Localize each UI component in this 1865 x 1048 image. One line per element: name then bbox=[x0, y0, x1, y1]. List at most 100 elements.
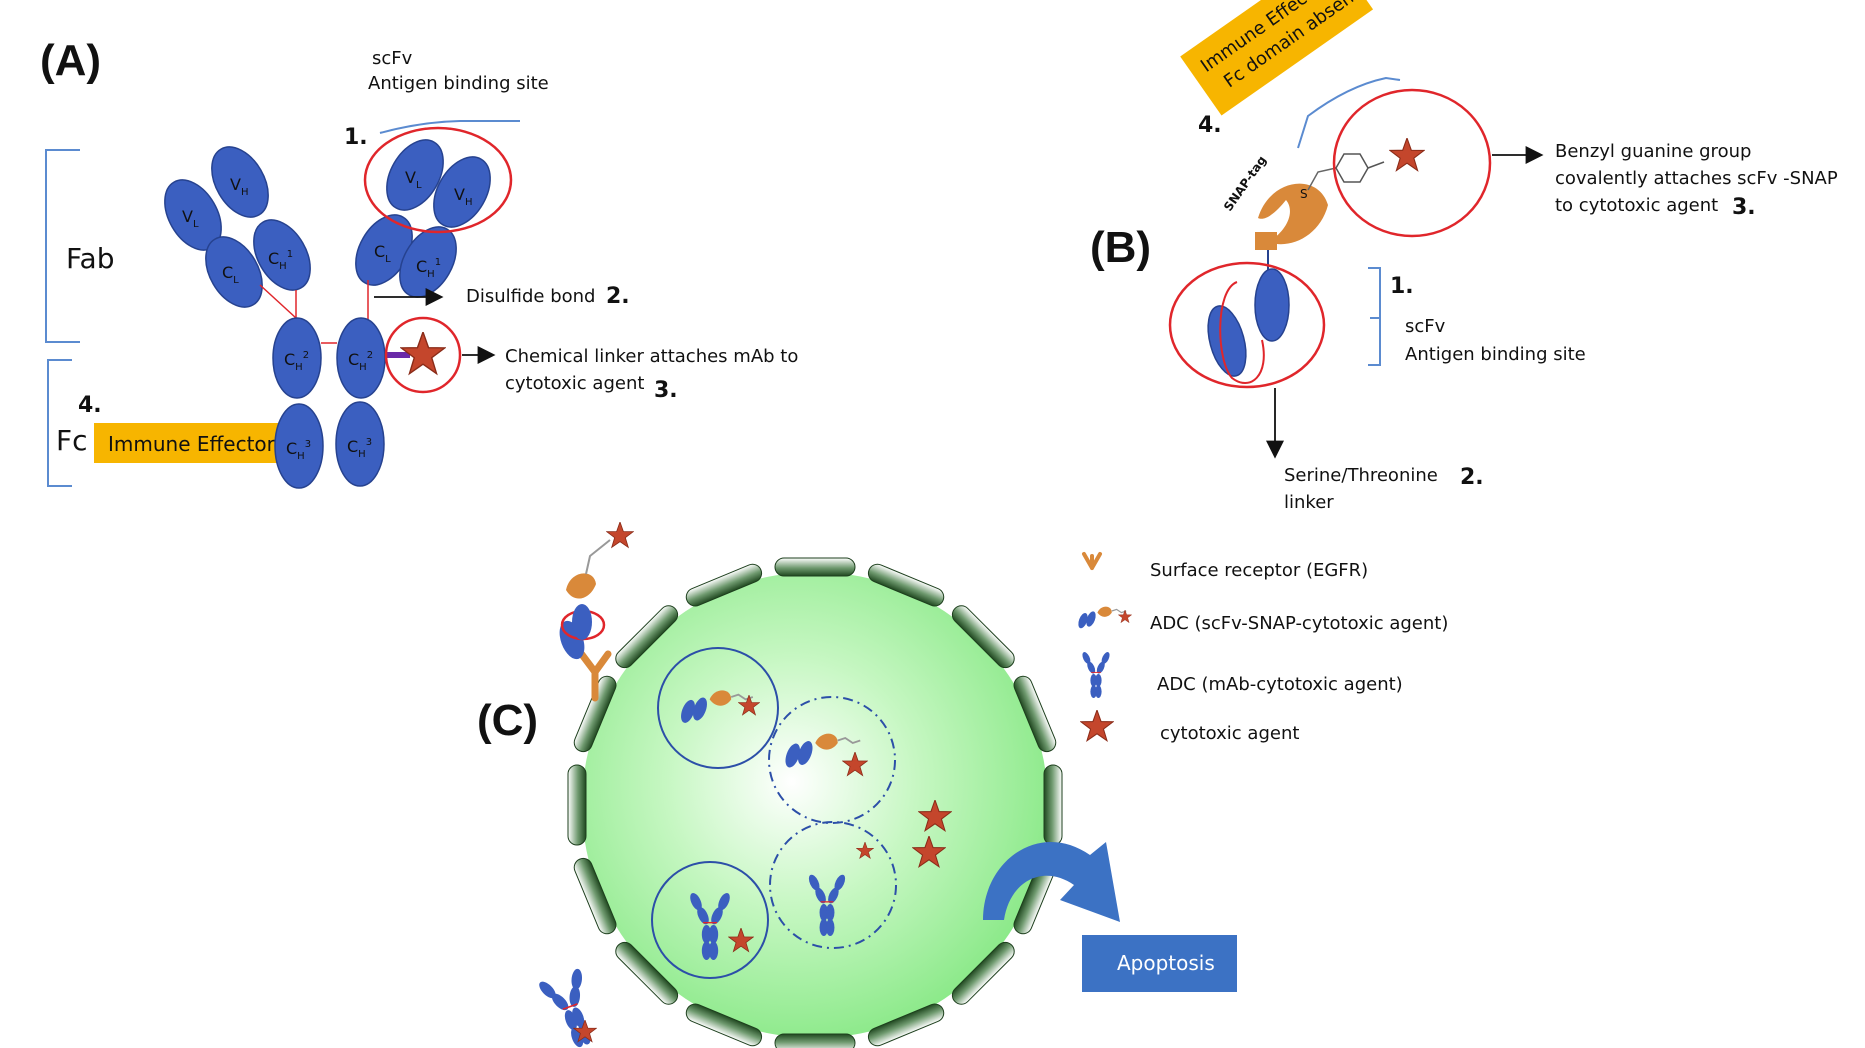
benzene-ring bbox=[1335, 153, 1369, 183]
domain-ch1-left-label: CH1 bbox=[268, 249, 293, 272]
apoptosis-box bbox=[1082, 935, 1237, 992]
domain-vh-b bbox=[1207, 305, 1247, 377]
domain-ch2-right bbox=[336, 317, 386, 399]
scfv-subtitle-b: Antigen binding site bbox=[1405, 344, 1586, 365]
disulfide-label: Disulfide bond bbox=[466, 286, 595, 307]
endosome-2 bbox=[768, 696, 896, 824]
membrane-segment bbox=[1043, 764, 1063, 846]
num-3-b: 3. bbox=[1732, 195, 1756, 220]
cytotoxic-star-a bbox=[400, 332, 446, 375]
membrane-segment bbox=[615, 941, 679, 1005]
num-1-b: 1. bbox=[1390, 274, 1414, 299]
domain-ch3-right bbox=[335, 401, 385, 487]
num-4-b: 4. bbox=[1198, 113, 1222, 138]
panel-b: (B) 4. Immune Effector Fc domain absent … bbox=[1090, 0, 1838, 513]
domain-vl-b bbox=[1254, 268, 1290, 342]
domain-cl-left bbox=[205, 236, 263, 308]
surface-receptor-icon bbox=[1082, 552, 1102, 570]
domain-ch2-right-label: CH2 bbox=[348, 350, 373, 373]
bg-linker-bond bbox=[1307, 167, 1337, 191]
fc-bracket bbox=[47, 359, 72, 487]
legend-text-4: cytotoxic agent bbox=[1160, 723, 1299, 744]
domain-ch1-right-label: CH1 bbox=[416, 257, 441, 280]
num-2-b: 2. bbox=[1460, 465, 1484, 490]
apoptosis-arrow bbox=[983, 841, 1120, 922]
adc-mab-icon bbox=[1080, 650, 1112, 698]
endosome-1 bbox=[657, 647, 779, 769]
snap-tag-b: SNAP-tag S bbox=[1221, 153, 1328, 250]
red-ring-scfv-b bbox=[1168, 261, 1326, 389]
membrane-segment bbox=[615, 605, 679, 669]
num-4-a: 4. bbox=[78, 393, 102, 418]
benzyl-guanine-structure bbox=[1307, 138, 1425, 191]
panel-c-label: (C) bbox=[477, 696, 538, 745]
domain-ch1-left bbox=[253, 219, 311, 291]
snap-tag-shape bbox=[1258, 183, 1328, 245]
scfv-b: Immune Effector bbox=[1207, 250, 1290, 384]
immune-effector-label-a: Immune Effector bbox=[108, 432, 276, 456]
domain-ch2-left-label: CH2 bbox=[284, 350, 309, 373]
endosome-4 bbox=[769, 821, 897, 949]
antibody-right-arm: VL VH CL CH1 bbox=[355, 139, 491, 330]
endosome-3 bbox=[651, 861, 769, 979]
snap-tag-label: SNAP-tag bbox=[1221, 153, 1269, 213]
extracellular-mab-adc bbox=[533, 964, 609, 1048]
receptor-adc-snap bbox=[566, 573, 596, 599]
panel-c: (C) bbox=[477, 522, 1448, 1048]
scfv-bracket-b bbox=[1368, 267, 1381, 366]
scfv-subtitle-a: Antigen binding site bbox=[368, 73, 549, 94]
domain-vh-left-label: VH bbox=[230, 175, 248, 198]
s-atom-label: S bbox=[1300, 187, 1308, 201]
linker-b-line2: linker bbox=[1284, 492, 1334, 513]
legend-text-3: ADC (mAb-cytotoxic agent) bbox=[1157, 674, 1403, 695]
domain-vh-left bbox=[211, 146, 269, 218]
antibody-left-arm: VH VL CH1 CL bbox=[164, 146, 311, 320]
panel-b-label: (B) bbox=[1090, 223, 1151, 272]
scfv-title-a: scFv bbox=[372, 48, 413, 69]
domain-cl-right-label: CL bbox=[374, 242, 391, 265]
benzyl-line1: Benzyl guanine group bbox=[1555, 141, 1751, 162]
domain-vl-right bbox=[386, 139, 444, 211]
num-1-a: 1. bbox=[344, 125, 368, 150]
domain-vl-right-label: VL bbox=[405, 168, 422, 191]
domain-ch2-left bbox=[272, 317, 322, 399]
receptor-adc-star bbox=[606, 522, 634, 548]
linker-label-line1: Chemical linker attaches mAb to bbox=[505, 346, 798, 367]
cytotoxic-agent-icon bbox=[1080, 710, 1114, 742]
panel-a: (A) scFv Antigen binding site 1. Fab Fc … bbox=[40, 36, 798, 489]
fc-absent-bracket bbox=[1297, 76, 1401, 149]
benzyl-line2: covalently attaches scFv -SNAP bbox=[1555, 168, 1838, 189]
membrane-segment bbox=[1013, 675, 1057, 753]
membrane-segment bbox=[573, 857, 617, 935]
legend: Surface receptor (EGFR) ADC (scFv-SNAP-c… bbox=[1075, 552, 1448, 744]
snap-tag-base bbox=[1255, 232, 1277, 250]
domain-ch1-right bbox=[399, 226, 457, 298]
domain-cl-left-label: CL bbox=[222, 263, 239, 286]
immune-effector-box-a bbox=[94, 423, 278, 463]
membrane-segment bbox=[774, 557, 856, 577]
legend-text-1: Surface receptor (EGFR) bbox=[1150, 560, 1368, 581]
immune-effector-box-b bbox=[1180, 0, 1374, 116]
scfv-title-b: scFv bbox=[1405, 316, 1446, 337]
bg-tail-bond bbox=[1367, 161, 1385, 169]
serine-threonine-linker bbox=[1219, 281, 1265, 384]
domain-vl-left-label: VL bbox=[182, 207, 199, 230]
cell-body bbox=[582, 572, 1048, 1038]
linker-b-line1: Serine/Threonine bbox=[1284, 465, 1438, 486]
panel-a-label: (A) bbox=[40, 36, 101, 85]
fab-bracket bbox=[45, 149, 80, 343]
immune-effector-tag-b: Immune Effector Fc domain absent bbox=[1180, 0, 1374, 116]
adc-scfv-icon bbox=[1075, 605, 1127, 631]
receptor-bound-adc bbox=[559, 522, 634, 702]
benzyl-line3: to cytotoxic agent bbox=[1555, 195, 1718, 216]
fab-label: Fab bbox=[66, 242, 114, 275]
red-ring-antigen-site-a bbox=[363, 126, 513, 234]
membrane-segment bbox=[573, 675, 617, 753]
receptor-adc-vl bbox=[572, 604, 592, 640]
membrane-segment bbox=[567, 764, 587, 846]
membrane-segment bbox=[867, 563, 945, 607]
red-ring-linker-a bbox=[384, 316, 462, 394]
membrane-segment bbox=[685, 563, 763, 607]
membrane-segment bbox=[867, 1003, 945, 1047]
